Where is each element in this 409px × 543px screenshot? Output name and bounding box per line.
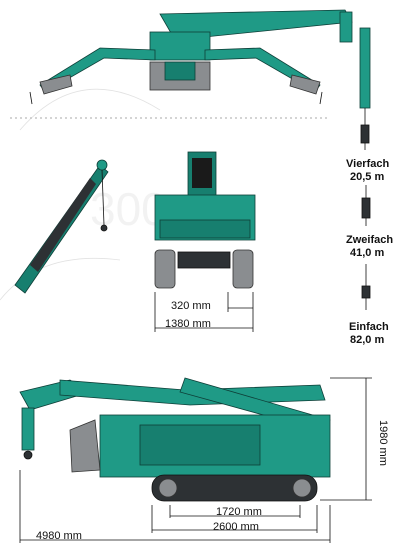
outrigger-right-foot (289, 74, 321, 95)
dim-4980-label: 4980 mm (36, 530, 82, 542)
dim-1980-label: 1980 mm (377, 420, 389, 466)
hook-block (360, 124, 370, 144)
side-tracks (151, 474, 318, 502)
boom-closeup (14, 159, 109, 294)
dim-1380-label: 1380 mm (165, 318, 211, 330)
config-3-name: Einfach (349, 321, 389, 333)
config-1-name: Vierfach (346, 158, 389, 170)
config-1-hook-icon (361, 197, 371, 219)
side-outrigger (69, 419, 101, 473)
boom-closeup-cable (101, 169, 105, 226)
dim-2600-label: 2600 mm (213, 521, 259, 533)
config-1-value: 20,5 m (350, 171, 384, 183)
front-track (177, 251, 231, 269)
side-sprocket-front (158, 478, 178, 498)
boom-closeup-section (30, 178, 96, 272)
outrigger-left-foot (39, 74, 73, 95)
config-2-value: 41,0 m (350, 247, 384, 259)
side-view-crane: 1980 mm 1720 mm 2600 mm 4980 mm (19, 377, 389, 543)
outrigger-right-pad (319, 91, 323, 105)
side-boom-hanger (21, 407, 35, 451)
front-body-lower (159, 219, 251, 239)
config-3-value: 82,0 m (350, 334, 384, 346)
config-2-name: Zweifach (346, 234, 393, 246)
boom-closeup-tip (96, 159, 108, 171)
top-turret (149, 31, 211, 61)
dim-320-label: 320 mm (171, 300, 211, 312)
dim-1720-label: 1720 mm (216, 506, 262, 518)
top-view-crane (29, 9, 371, 150)
front-wheel-right (232, 249, 254, 289)
front-mast-window (192, 158, 212, 188)
hook-configurations: Vierfach 20,5 m Zweifach 41,0 m Einfach … (346, 158, 393, 346)
config-2-hook-icon (361, 285, 371, 299)
front-view-crane: 320 mm 1380 mm (154, 151, 256, 332)
side-body-cab (139, 424, 261, 466)
outrigger-left-pad (29, 91, 33, 105)
side-hook (23, 450, 33, 460)
top-body (164, 61, 196, 81)
boom-closeup-hook (100, 224, 108, 232)
front-wheel-left (154, 249, 176, 289)
side-sprocket-rear (292, 478, 312, 498)
jib-vertical (359, 27, 371, 109)
top-boom-tip (339, 11, 353, 43)
